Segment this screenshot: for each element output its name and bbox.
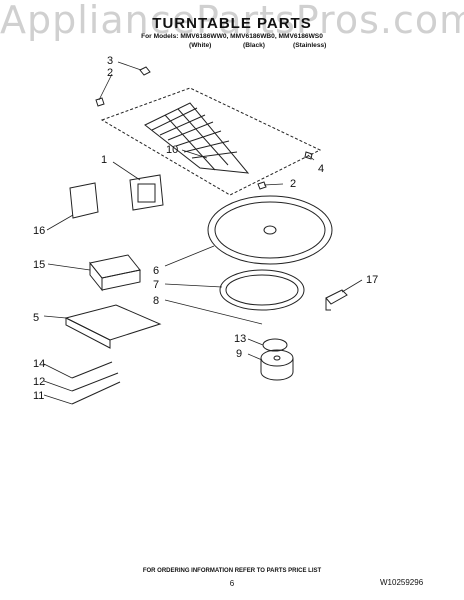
leader-15: [47, 263, 91, 271]
leader-10: [181, 149, 208, 159]
callout-10: 10: [166, 144, 178, 156]
rod-11: [71, 381, 121, 405]
variant-white: (White): [189, 42, 212, 49]
callout-5: 5: [33, 312, 39, 324]
leader-16: [46, 214, 74, 231]
document-number: W10259296: [380, 578, 424, 587]
leader-7: [164, 283, 223, 288]
callout-2-top: 2: [107, 67, 113, 79]
leader-8: [164, 299, 263, 325]
variant-black: (Black): [243, 42, 265, 49]
grille-cover-1: [129, 174, 164, 211]
box-15: [89, 254, 141, 292]
rod-12: [71, 372, 119, 392]
page-title: TURNTABLE PARTS: [152, 15, 312, 32]
cover-5: [64, 304, 162, 349]
watermark: AppliancePartsPros.com: [0, 0, 464, 42]
rod-14: [71, 361, 113, 379]
callout-13: 13: [234, 333, 246, 345]
callout-4: 4: [318, 163, 324, 175]
callout-2-lower: 2: [290, 178, 296, 190]
leader-3: [117, 61, 142, 71]
callout-17: 17: [366, 274, 378, 286]
page-number: 6: [229, 579, 235, 588]
leader-6: [164, 245, 215, 267]
ordering-note: FOR ORDERING INFORMATION REFER TO PARTS …: [142, 568, 322, 574]
leader-9: [247, 353, 263, 361]
model-list: For Models: MMV6186WW0, MMV6186WB0, MMV6…: [141, 33, 323, 40]
leader-2a: [98, 73, 113, 101]
leader-1: [112, 161, 141, 181]
callout-15: 15: [33, 259, 45, 271]
callout-8: 8: [153, 295, 159, 307]
leader-4: [307, 154, 315, 161]
leader-11: [43, 394, 73, 405]
callout-7: 7: [153, 279, 159, 291]
leader-13: [247, 338, 264, 346]
coupler-17: [325, 289, 348, 311]
callout-12: 12: [33, 376, 45, 388]
roller-ring-7: [219, 269, 305, 311]
leader-12: [43, 380, 73, 392]
leader-14: [43, 363, 73, 379]
rack-outline: [100, 87, 322, 196]
leader-17: [341, 279, 363, 293]
motor-9: [260, 349, 294, 381]
wire-rack: [144, 102, 250, 174]
callout-1: 1: [101, 154, 107, 166]
clip-3: [139, 66, 151, 76]
callout-11: 11: [33, 390, 44, 402]
variant-stainless: (Stainless): [293, 42, 327, 49]
support-2-lower: [257, 181, 267, 190]
callout-6: 6: [153, 265, 159, 277]
support-2-top: [95, 97, 105, 107]
filter-16: [69, 182, 99, 219]
leader-5: [43, 315, 67, 319]
screw-4: [304, 151, 313, 160]
hub-13: [262, 338, 288, 352]
callout-16: 16: [33, 225, 45, 237]
callout-9: 9: [236, 348, 242, 360]
callout-14: 14: [33, 358, 45, 370]
callout-3: 3: [107, 55, 113, 67]
leader-2b: [263, 183, 284, 186]
turntable-tray-6: [207, 195, 333, 265]
